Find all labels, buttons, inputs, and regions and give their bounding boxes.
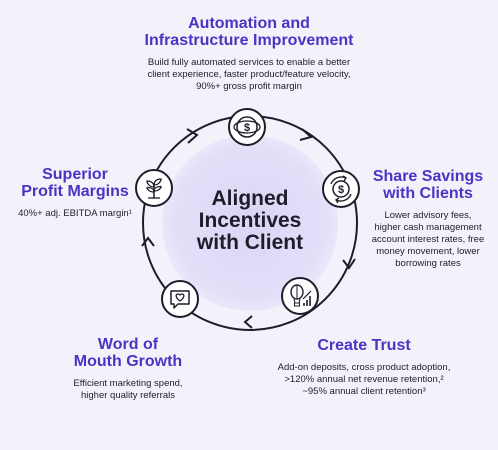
pillar-title-line: Create Trust [317,337,411,354]
pillar-desc-line: Lower advisory fees, [384,210,472,221]
plant-sprout-icon [135,169,173,207]
arrow-automation-to-savings [299,128,314,141]
pillar-desc-line: Build fully automated services to enable… [147,57,351,68]
pillar-title-line: Mouth Growth [73,353,183,370]
arrow-savings-to-trust [342,258,356,270]
pillar-automation: Automation and Infrastructure Improvemen… [99,15,399,93]
pillar-description: Build fully automated services to enable… [99,57,399,93]
pillar-title: Share Savings with Clients [369,168,487,202]
dollar-bill-icon: $ [228,108,266,146]
pillar-desc-line: 40%+ adj. EBITDA margin¹ [18,208,132,219]
pillar-title-line: Automation and [188,15,310,32]
pillar-description: Add-on deposits, cross product adoption,… [262,362,466,398]
pillar-profit-margins: Superior Profit Margins 40%+ adj. EBITDA… [10,166,140,220]
center-label: Aligned Incentives with Client [169,188,331,254]
center-line: Aligned [211,187,289,210]
svg-text:$: $ [338,184,344,196]
center-line: with Client [196,231,304,254]
arrow-word-to-margins [141,236,155,247]
pillar-title-line: with Clients [383,185,473,202]
pillar-title-line: Infrastructure Improvement [144,32,354,49]
pillar-desc-line: higher quality referrals [81,390,175,401]
pillar-title-line: Profit Margins [21,183,129,200]
pillar-desc-line: Add-on deposits, cross product adoption, [277,362,451,373]
arrow-trust-to-word [243,315,253,329]
pillar-description: 40%+ adj. EBITDA margin¹ [10,208,140,220]
pillar-word-of-mouth: Word of Mouth Growth Efficient marketing… [58,336,198,402]
pillar-description: Efficient marketing spend, higher qualit… [58,378,198,402]
pillar-share-savings: Share Savings with Clients Lower advisor… [369,168,487,270]
pillar-desc-line: Efficient marketing spend, [73,378,183,389]
pillar-desc-line: money movement, lower [376,246,480,257]
pillar-title: Automation and Infrastructure Improvemen… [99,15,399,49]
pillar-create-trust: Create Trust Add-on deposits, cross prod… [262,337,466,398]
center-halo [162,135,338,311]
pillar-title-line: Word of [97,336,159,353]
pillar-desc-line: account interest rates, free [371,234,485,245]
pillar-description: Lower advisory fees, higher cash managem… [369,210,487,270]
arrow-margins-to-automation [186,128,199,144]
pillar-title: Create Trust [262,337,466,354]
center-line: Incentives [198,209,302,232]
dollar-coin-arrows-icon: $ [322,170,360,208]
pillar-desc-line: >120% annual net revenue retention,² [284,374,444,385]
pillar-desc-line: client experience, faster product/featur… [147,69,351,80]
pillar-title-line: Superior [42,166,108,183]
hot-air-balloon-chart-icon [281,277,319,315]
heart-speech-bubble-icon [161,280,199,318]
svg-text:$: $ [244,122,250,134]
pillar-title: Superior Profit Margins [10,166,140,200]
pillar-desc-line: borrowing rates [395,258,461,269]
pillar-title-line: Share Savings [372,168,484,185]
pillar-title: Word of Mouth Growth [58,336,198,370]
pillar-desc-line: ~95% annual client retention³ [302,386,426,397]
pillar-desc-line: 90%+ gross profit margin [196,81,302,92]
pillar-desc-line: higher cash management [374,222,482,233]
